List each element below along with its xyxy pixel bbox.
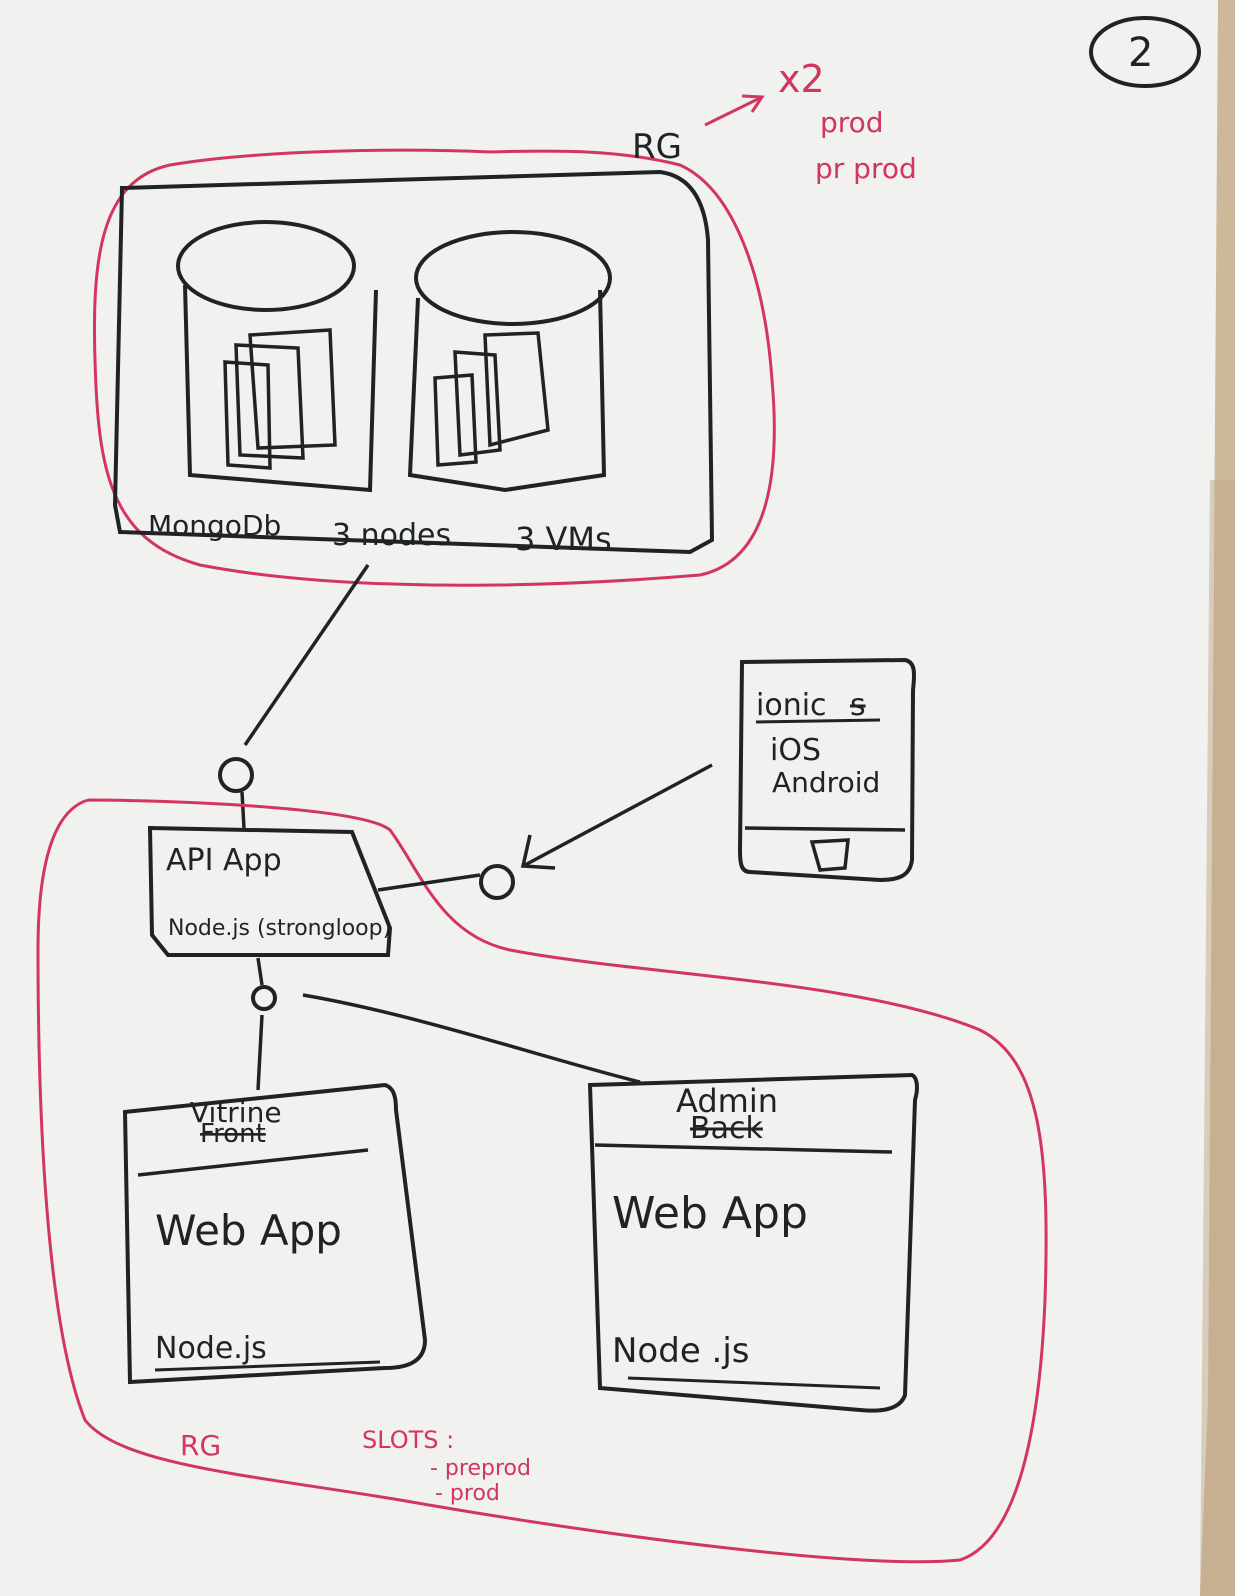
arrow-mobile-to-api	[520, 763, 713, 870]
mongodb-nodes: 3 nodes	[332, 518, 451, 553]
vitrine-crossed-title: Front	[200, 1119, 266, 1149]
mobile-framework-crossed: s	[850, 688, 866, 723]
platform-ios: iOS	[770, 733, 821, 768]
database-cylinder-icon	[407, 230, 612, 493]
connector-api-to-endpoint	[377, 873, 481, 892]
admin-runtime: Node .js	[612, 1331, 750, 1371]
admin-crossed-title: Back	[690, 1111, 763, 1146]
vitrine-title: Vitrine	[190, 1096, 282, 1129]
vitrine-runtime: Node.js	[155, 1331, 267, 1366]
slot-preprod: - preprod	[430, 1456, 531, 1481]
api-app-title: API App	[166, 843, 282, 878]
mobile-device	[737, 657, 916, 883]
mongodb-box	[112, 169, 715, 555]
api-app-box	[147, 825, 393, 957]
platform-android: Android	[772, 766, 880, 799]
endpoint-circle	[218, 757, 254, 793]
env-preprod: pr prod	[815, 152, 917, 185]
mongodb-name: MongoDb	[148, 509, 281, 542]
multiplier: x2	[778, 57, 825, 101]
slot-prod: - prod	[435, 1481, 500, 1506]
resource-group-bottom-label: RG	[180, 1429, 221, 1462]
env-prod: prod	[820, 106, 884, 139]
resource-group-top-label: RG	[632, 127, 682, 167]
mongodb-vms: 3 VMs	[515, 520, 612, 558]
api-app-runtime: Node.js (strongloop)	[168, 916, 391, 941]
connector-db-to-api	[243, 564, 370, 746]
vitrine-kind: Web App	[155, 1206, 342, 1255]
resource-group-top-outline	[92, 148, 776, 587]
resource-group-bottom-outline	[36, 798, 1048, 1564]
paper-shadow	[1200, 480, 1235, 1596]
admin-app-box	[587, 1072, 919, 1413]
mobile-framework: ionic	[756, 688, 827, 723]
arrow-to-multiplier	[704, 94, 765, 127]
admin-title: Admin	[676, 1082, 778, 1120]
endpoint-circle	[251, 985, 277, 1011]
database-cylinder-icon	[176, 220, 378, 493]
phone-home-button-icon	[809, 838, 850, 872]
page-number-circle	[1089, 16, 1201, 88]
endpoint-circle	[479, 864, 515, 900]
slots-title: SLOTS :	[362, 1426, 454, 1454]
connector-to-vitrine	[256, 1014, 264, 1091]
vitrine-app-box	[122, 1082, 428, 1385]
page-number: 2	[1128, 30, 1153, 76]
connector-to-admin	[302, 993, 641, 1084]
admin-kind: Web App	[612, 1188, 808, 1239]
